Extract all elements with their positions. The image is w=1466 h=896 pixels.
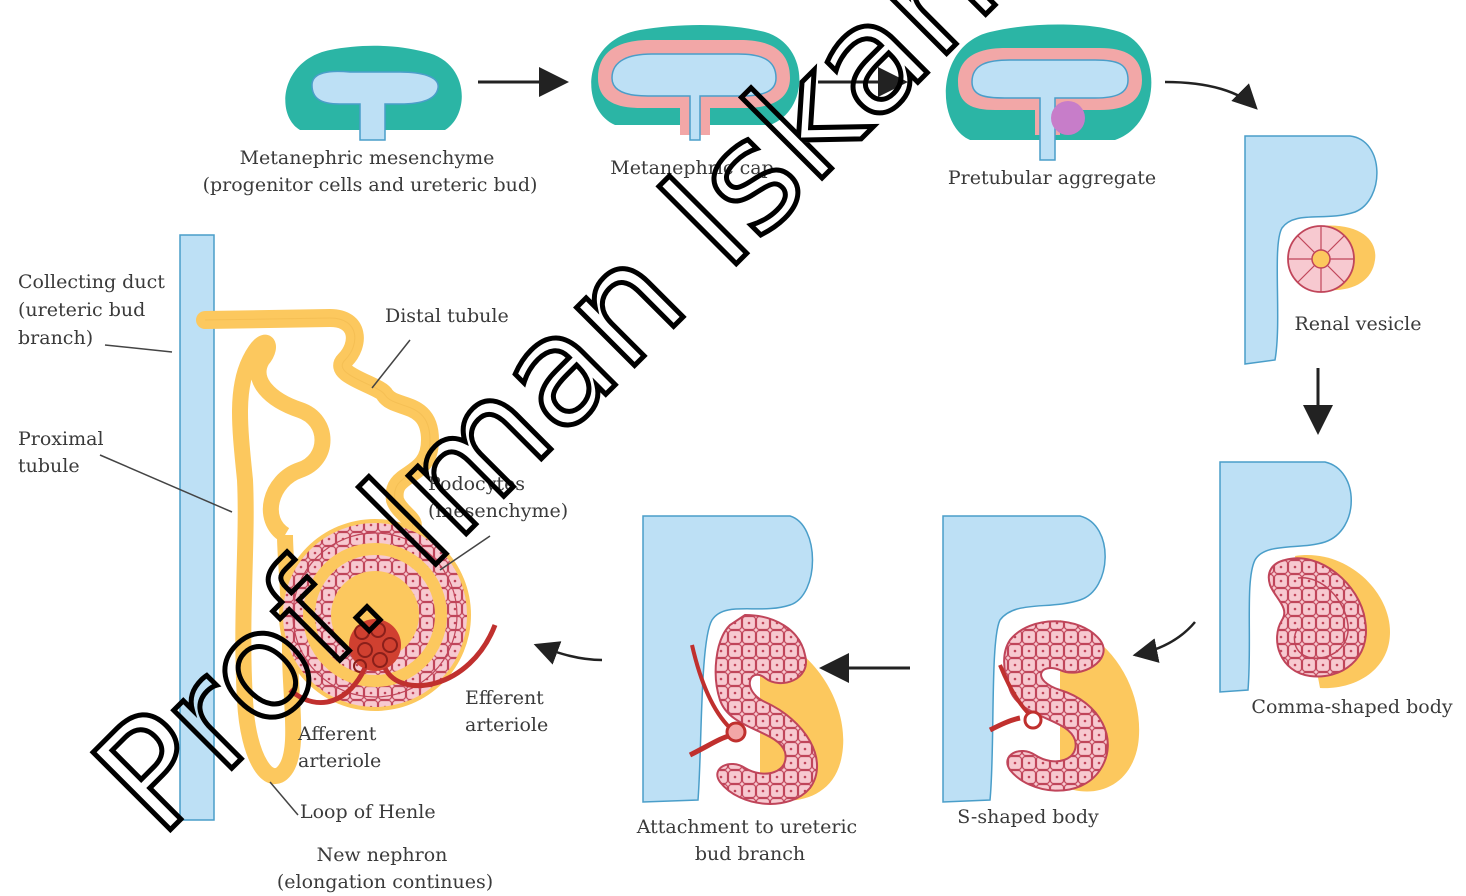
label-efferent-arteriole: Efferent arteriole: [465, 687, 550, 736]
attachment-figure: [643, 516, 843, 804]
label-metanephric-mesenchyme: Metanephric mesenchyme (progenitor cells…: [203, 147, 538, 196]
label-s-shaped-body: S-shaped body: [957, 806, 1099, 828]
arrow-7: [536, 645, 602, 660]
label-loop-of-henle: Loop of Henle: [300, 801, 436, 823]
comma-shaped-body-figure: [1220, 462, 1390, 692]
label-comma-shaped-body: Comma-shaped body: [1251, 696, 1452, 718]
s-shaped-body-figure: [943, 516, 1139, 802]
label-pretubular-aggregate: Pretubular aggregate: [948, 167, 1156, 189]
arrow-5: [1135, 622, 1195, 655]
metanephric-mesenchyme-figure: [285, 46, 461, 140]
label-collecting-duct: Collecting duct (ureteric bud branch): [18, 271, 171, 349]
label-attachment: Attachment to ureteric bud branch: [636, 816, 863, 865]
label-proximal-tubule: Proximal tubule: [18, 428, 110, 477]
label-new-nephron: New nephron (elongation continues): [277, 844, 493, 893]
label-renal-vesicle: Renal vesicle: [1295, 313, 1422, 335]
arrow-3: [1165, 82, 1256, 108]
